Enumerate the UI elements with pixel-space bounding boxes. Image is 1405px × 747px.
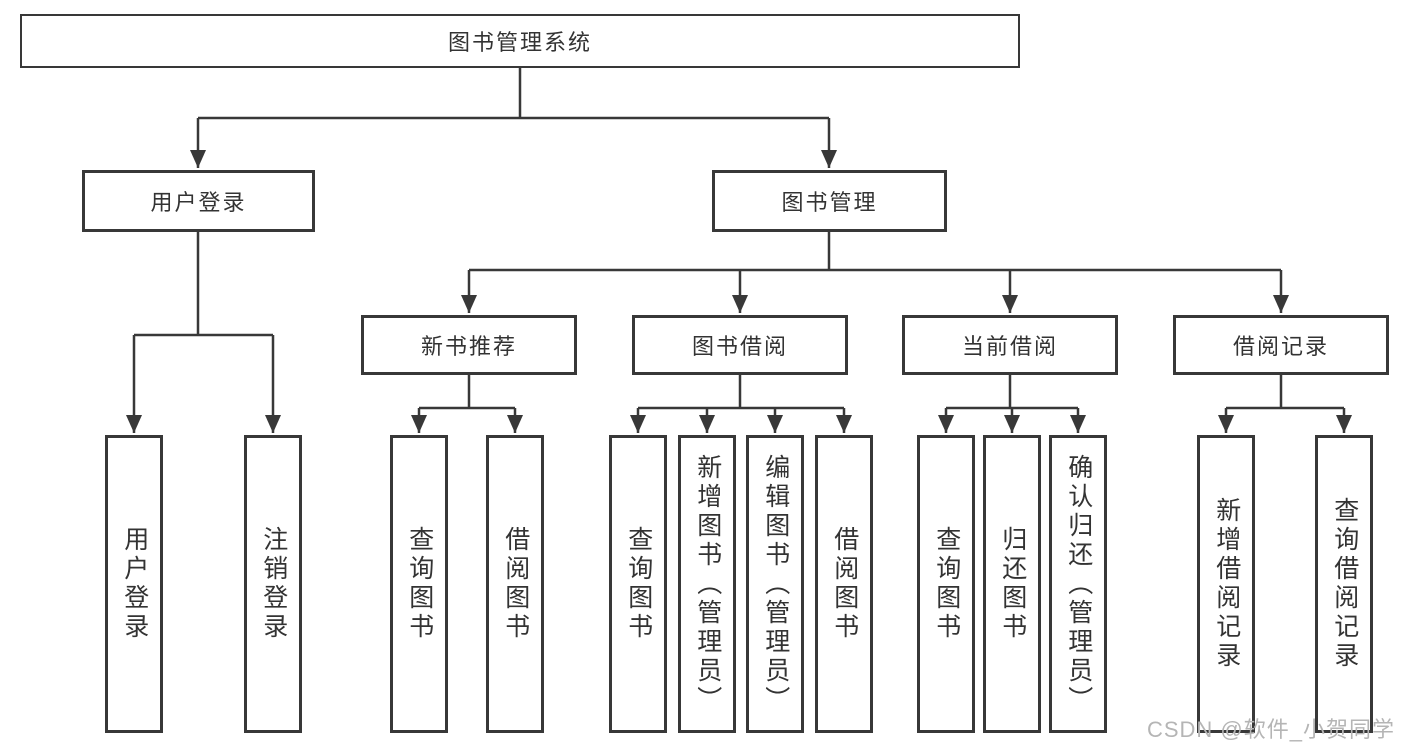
node-add-books-admin: 新增图书（管理员） bbox=[678, 435, 736, 733]
node-logout-action: 注销登录 bbox=[244, 435, 302, 733]
node-user-login-branch: 用户登录 bbox=[82, 170, 315, 232]
node-user-login-action: 用户登录 bbox=[105, 435, 163, 733]
csdn-watermark: CSDN @软件_小贺同学 bbox=[1146, 717, 1395, 742]
node-query-books-current: 查询图书 bbox=[917, 435, 975, 733]
node-add-borrow-record: 新增借阅记录 bbox=[1197, 435, 1255, 733]
node-borrow-books-action: 借阅图书 bbox=[815, 435, 873, 733]
node-borrow-record: 借阅记录 bbox=[1173, 315, 1389, 375]
node-library-management-system: 图书管理系统 bbox=[20, 14, 1020, 68]
node-query-books-borrow: 查询图书 bbox=[609, 435, 667, 733]
node-current-borrow: 当前借阅 bbox=[902, 315, 1118, 375]
node-query-books-recommend: 查询图书 bbox=[390, 435, 448, 733]
node-return-books: 归还图书 bbox=[983, 435, 1041, 733]
node-edit-books-admin: 编辑图书（管理员） bbox=[746, 435, 804, 733]
node-book-management-branch: 图书管理 bbox=[712, 170, 947, 232]
node-confirm-return-admin: 确认归还（管理员） bbox=[1049, 435, 1107, 733]
node-query-borrow-record: 查询借阅记录 bbox=[1315, 435, 1373, 733]
node-borrow-books-recommend: 借阅图书 bbox=[486, 435, 544, 733]
node-new-book-recommend: 新书推荐 bbox=[361, 315, 577, 375]
node-book-borrow: 图书借阅 bbox=[632, 315, 848, 375]
